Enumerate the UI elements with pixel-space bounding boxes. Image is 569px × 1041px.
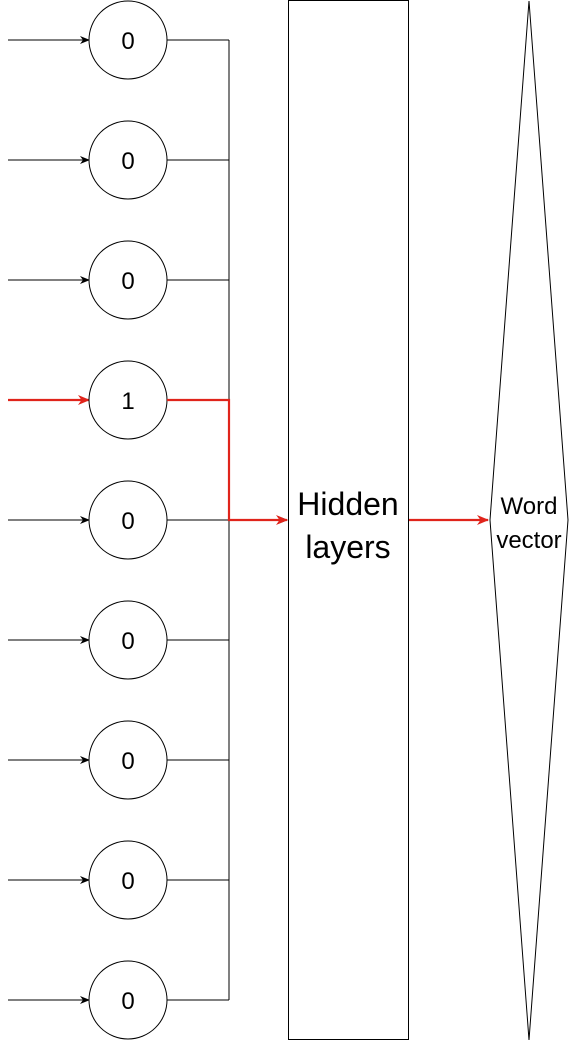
input-layer: 0 0 0 1 0 0 0 0 0 xyxy=(8,0,229,1040)
input-node xyxy=(88,240,168,320)
word-vector-label-line1: Word xyxy=(501,493,558,520)
hidden-layers-label-line1: Hidden xyxy=(297,486,398,522)
word-vector-shape xyxy=(489,0,569,1041)
input-node-value: 0 xyxy=(121,268,134,295)
input-node-value: 0 xyxy=(121,748,134,775)
input-node xyxy=(88,600,168,680)
word-vector-label-line2: vector xyxy=(496,527,561,554)
input-row: 0 xyxy=(8,120,229,200)
input-row: 0 xyxy=(8,720,229,800)
input-node xyxy=(88,0,168,80)
input-node xyxy=(88,840,168,920)
hidden-layers-box xyxy=(288,0,409,1040)
input-row: 0 xyxy=(8,960,229,1040)
input-node-value: 0 xyxy=(121,28,134,55)
input-row: 0 xyxy=(8,840,229,920)
input-node-value: 0 xyxy=(121,988,134,1015)
input-node xyxy=(88,480,168,560)
input-node xyxy=(88,960,168,1040)
input-node xyxy=(88,720,168,800)
input-row: 0 xyxy=(8,480,229,560)
input-row: 0 xyxy=(8,600,229,680)
input-node-value: 1 xyxy=(121,388,134,415)
input-node-value: 0 xyxy=(121,868,134,895)
input-row: 0 xyxy=(8,240,229,320)
input-node-value: 0 xyxy=(121,148,134,175)
input-node xyxy=(88,120,168,200)
input-node-value: 0 xyxy=(121,628,134,655)
hidden-layers-label-line2: layers xyxy=(305,529,390,565)
input-node-value: 0 xyxy=(121,508,134,535)
input-row: 0 xyxy=(8,0,229,80)
active-path xyxy=(167,398,288,525)
